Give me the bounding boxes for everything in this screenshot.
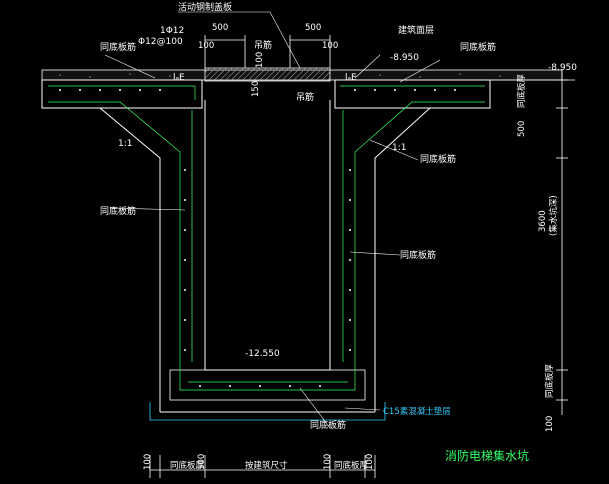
dim-500-left: 500 bbox=[212, 23, 228, 33]
dim-150: 150 bbox=[251, 81, 261, 97]
elevation-bottom: -12.550 bbox=[245, 349, 280, 359]
reinforcement bbox=[48, 85, 485, 391]
cushion-label: C15素混凝土垫层 bbox=[383, 406, 451, 417]
bottom-middle: 按建筑尺寸 bbox=[245, 460, 288, 471]
side-same-top: 同底板厚 bbox=[516, 73, 527, 108]
slab-right bbox=[334, 79, 491, 109]
elevation-top-left: -8.950 bbox=[390, 53, 419, 63]
dim-100-right-lower: 100 bbox=[545, 416, 555, 432]
steel-cover-plate bbox=[204, 67, 331, 82]
dim-500-right: 500 bbox=[305, 23, 321, 33]
leader-lines bbox=[104, 11, 441, 429]
dim-100-cover: 100 bbox=[255, 52, 265, 68]
bottom-same-left: 同底板厚 bbox=[170, 460, 205, 471]
top-dimension-marks bbox=[204, 35, 331, 68]
bar-spec-label: 1Φ12 bbox=[160, 26, 184, 36]
floor-finish-dots bbox=[59, 73, 501, 78]
rebar-dots bbox=[59, 89, 456, 387]
bottom-dim-100-d: 100 bbox=[365, 454, 375, 470]
same-slab-label-5: 同底板筋 bbox=[400, 249, 436, 261]
dim-500-side: 500 bbox=[517, 121, 527, 137]
bottom-dim-100-b: 100 bbox=[197, 454, 207, 470]
cushion-layer bbox=[149, 402, 386, 421]
pit-outer-wall-right bbox=[374, 107, 490, 412]
bottom-same-right: 同底板厚 bbox=[334, 460, 369, 471]
hanger-top-label: 吊筋 bbox=[254, 39, 272, 51]
same-slab-label-2: 同底板筋 bbox=[460, 41, 496, 53]
side-same-bottom: 同底板厚 bbox=[544, 363, 555, 398]
slab-left bbox=[41, 79, 203, 109]
bar-spacing-label: Φ12@100 bbox=[138, 37, 183, 47]
hanger-bottom-label: 吊筋 bbox=[296, 91, 314, 103]
same-slab-label-6: 同底板筋 bbox=[310, 419, 346, 431]
bottom-dim-100-c: 100 bbox=[323, 454, 333, 470]
pit-outer-wall-left bbox=[42, 107, 161, 412]
lae-left-label: lₐE bbox=[173, 73, 185, 83]
same-slab-label-3: 同底板筋 bbox=[420, 153, 456, 165]
lae-right-label: lₐE bbox=[345, 73, 357, 83]
pit-bottom-slab bbox=[169, 369, 366, 401]
drawing-title: 消防电梯集水坑 bbox=[445, 448, 529, 463]
bottom-dimension-line bbox=[149, 455, 376, 478]
same-slab-label-1: 同底板筋 bbox=[100, 41, 136, 53]
slope-left-label: 1:1 bbox=[118, 139, 132, 149]
dim-100-left: 100 bbox=[198, 41, 214, 51]
cover-plate-label: 活动钢制盖板 bbox=[178, 1, 232, 13]
floor-finish-label: 建筑面层 bbox=[398, 24, 434, 36]
pit-inner-wall bbox=[204, 100, 331, 371]
bottom-dim-100-a: 100 bbox=[143, 454, 153, 470]
dim-100-right: 100 bbox=[322, 41, 338, 51]
pit-depth-note: (集水坑深) bbox=[548, 195, 559, 236]
right-dimension-line bbox=[490, 70, 575, 415]
dim-3600: 3600 bbox=[538, 210, 548, 232]
same-slab-label-4: 同底板筋 bbox=[100, 205, 136, 217]
elevation-top-right: -8.950 bbox=[548, 63, 577, 73]
slope-right-label: 1:1 bbox=[392, 143, 406, 153]
